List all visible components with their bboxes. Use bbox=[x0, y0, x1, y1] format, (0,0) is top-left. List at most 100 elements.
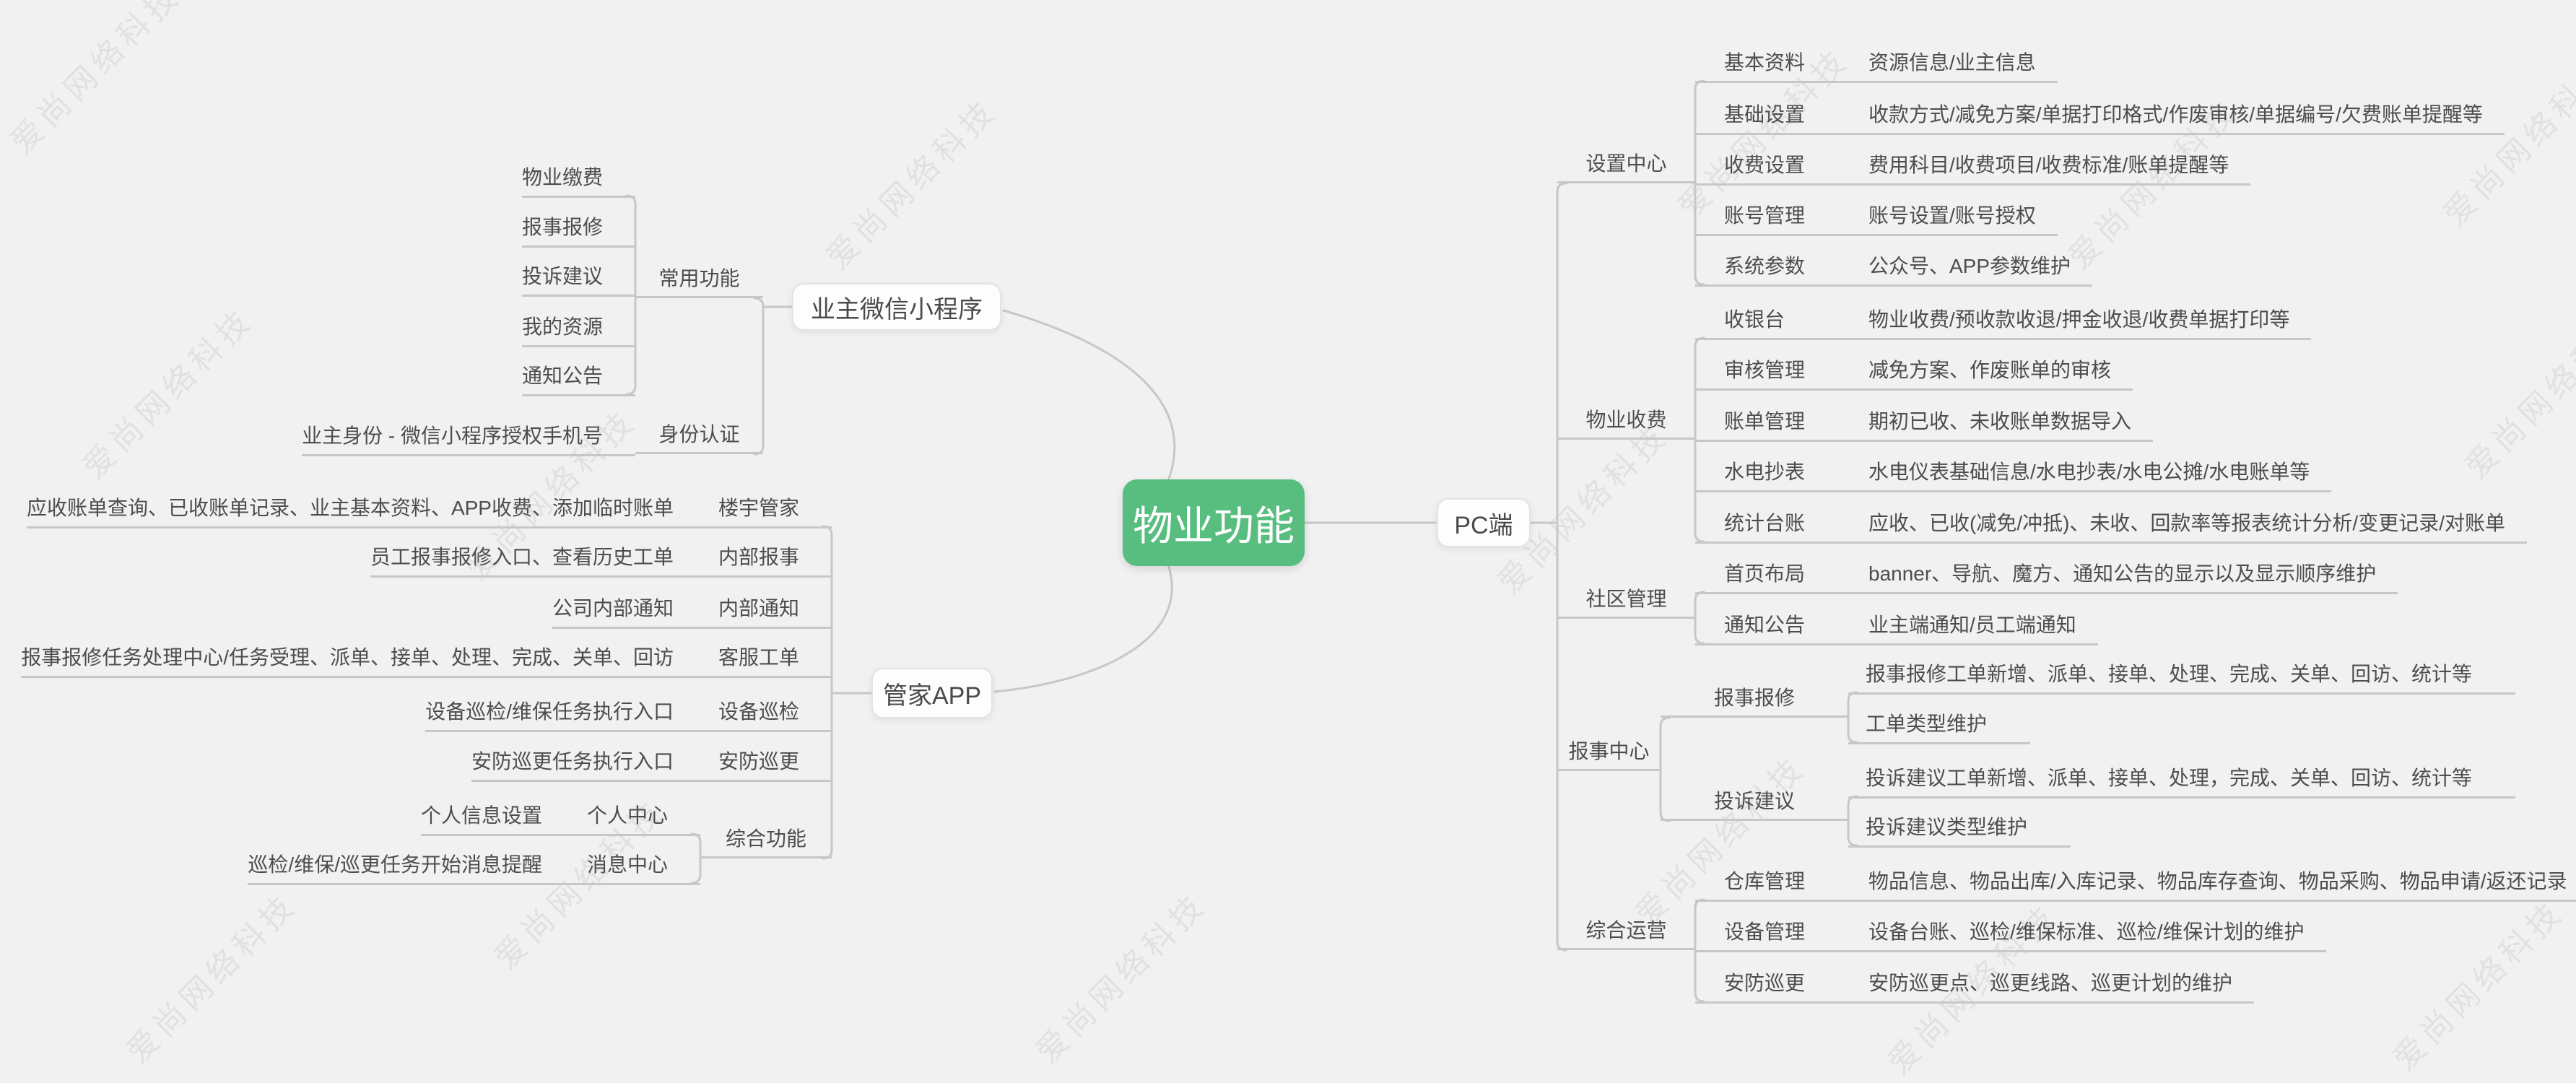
row-desc: 应收账单查询、已收账单记录、业主基本资料、APP收费、添加临时账单 bbox=[26, 497, 674, 519]
row-label: 通知公告 bbox=[1724, 614, 1806, 636]
branch-label[interactable]: 报事中心 bbox=[1557, 734, 1661, 771]
row-desc: 安防巡更点、巡更线路、巡更计划的维护 bbox=[1868, 972, 2233, 994]
row-label: 系统参数 bbox=[1724, 255, 1806, 277]
leaf-text: 工单类型维护 bbox=[1866, 713, 1988, 735]
connector bbox=[1002, 309, 1176, 482]
branch-label[interactable]: 物业收费 bbox=[1557, 402, 1695, 440]
row-label: 收费设置 bbox=[1724, 154, 1806, 176]
mindmap-row[interactable]: 应收账单查询、已收账单记录、业主基本资料、APP收费、添加临时账单 楼宇管家 bbox=[26, 489, 832, 529]
connector bbox=[1556, 182, 1567, 952]
row-desc: 个人信息设置 bbox=[420, 804, 542, 827]
mindmap-leaf[interactable]: 报事报修工单新增、派单、接单、处理、完成、关单、回访、统计等 bbox=[1848, 655, 2516, 695]
row-label: 账号管理 bbox=[1724, 204, 1806, 227]
row-desc: 水电仪表基础信息/水电抄表/水电公摊/水电账单等 bbox=[1868, 461, 2310, 483]
mindmap-row[interactable]: 巡检/维保/巡更任务开始消息提醒 消息中心 bbox=[248, 845, 700, 885]
mindmap-leaf[interactable]: 投诉建议 bbox=[521, 257, 635, 297]
row-label: 内部报事 bbox=[718, 546, 799, 568]
mindmap-row[interactable]: 首页布局 banner、导航、魔方、通知公告的显示以及显示顺序维护 bbox=[1695, 554, 2398, 594]
row-label: 账单管理 bbox=[1724, 410, 1806, 432]
mindmap-leaf[interactable]: 物业缴费 bbox=[521, 158, 635, 198]
mindmap-row[interactable]: 账号管理 账号设置/账号授权 bbox=[1695, 196, 2058, 236]
connector bbox=[993, 563, 1173, 693]
mindmap-row[interactable]: 系统参数 公众号、APP参数维护 bbox=[1695, 247, 2093, 287]
row-desc: 应收、已收(减免/冲抵)、未收、回款率等报表统计分析/变更记录/对账单 bbox=[1868, 512, 2505, 534]
row-label: 基本资料 bbox=[1724, 51, 1806, 74]
branch-label[interactable]: 社区管理 bbox=[1557, 581, 1695, 619]
root-node[interactable]: 物业功能 bbox=[1123, 479, 1305, 566]
mindmap-row[interactable]: 收费设置 费用科目/收费项目/收费标准/账单提醒等 bbox=[1695, 146, 2251, 186]
leaf-text: 物业缴费 bbox=[521, 166, 603, 188]
group-label[interactable]: 综合功能 bbox=[700, 821, 832, 858]
leaf-text: 投诉建议类型维护 bbox=[1866, 816, 2028, 838]
mindmap-row[interactable]: 个人信息设置 个人中心 bbox=[420, 796, 700, 836]
row-label: 安防巡更 bbox=[718, 750, 799, 773]
row-desc: 期初已收、未收账单数据导入 bbox=[1868, 410, 2132, 432]
row-label: 设备管理 bbox=[1724, 921, 1806, 943]
row-label: 楼宇管家 bbox=[718, 497, 799, 519]
row-desc: 业主端通知/员工端通知 bbox=[1868, 614, 2076, 636]
row-desc: 公众号、APP参数维护 bbox=[1868, 255, 2071, 277]
group-label[interactable]: 身份认证 bbox=[635, 417, 763, 454]
leaf-text: 报事报修工单新增、派单、接单、处理、完成、关单、回访、统计等 bbox=[1866, 663, 2473, 685]
row-label: 内部通知 bbox=[718, 597, 799, 619]
branch-label[interactable]: 综合运营 bbox=[1557, 913, 1695, 950]
mindmap-row[interactable]: 统计台账 应收、已收(减免/冲抵)、未收、回款率等报表统计分析/变更记录/对账单 bbox=[1695, 504, 2527, 544]
row-label: 审核管理 bbox=[1724, 359, 1806, 381]
row-desc: 物业收费/预收款收退/押金收退/收费单据打印等 bbox=[1868, 308, 2290, 331]
mindmap-leaf[interactable]: 报事报修 bbox=[521, 208, 635, 248]
row-desc: banner、导航、魔方、通知公告的显示以及显示顺序维护 bbox=[1868, 562, 2377, 585]
row-label: 水电抄表 bbox=[1724, 461, 1806, 483]
sub-branch-label[interactable]: 报事报修 bbox=[1661, 680, 1848, 718]
sub-branch-label[interactable]: 投诉建议 bbox=[1661, 783, 1848, 821]
row-desc: 减免方案、作废账单的审核 bbox=[1868, 359, 2112, 381]
mindmap-row[interactable]: 审核管理 减免方案、作废账单的审核 bbox=[1695, 351, 2133, 391]
row-desc: 巡检/维保/巡更任务开始消息提醒 bbox=[248, 853, 542, 876]
group-label[interactable]: 常用功能 bbox=[635, 261, 763, 298]
wechat-node[interactable]: 业主微信小程序 bbox=[792, 283, 1001, 331]
row-desc: 设备台账、巡检/维保标准、巡检/维保计划的维护 bbox=[1868, 921, 2305, 943]
row-label: 首页布局 bbox=[1724, 562, 1806, 585]
mindmap-row[interactable]: 基本资料 资源信息/业主信息 bbox=[1695, 43, 2058, 83]
leaf-text: 业主身份 - 微信小程序授权手机号 bbox=[302, 425, 603, 447]
mindmap-row[interactable]: 安防巡更 安防巡更点、巡更线路、巡更计划的维护 bbox=[1695, 964, 2255, 1004]
mindmap-row[interactable]: 安防巡更任务执行入口 安防巡更 bbox=[471, 742, 832, 782]
mindmap-row[interactable]: 通知公告 业主端通知/员工端通知 bbox=[1695, 606, 2098, 645]
mindmap-leaf[interactable]: 通知公告 bbox=[521, 357, 635, 396]
row-desc: 报事报修任务处理中心/任务受理、派单、接单、处理、完成、关单、回访 bbox=[21, 646, 674, 669]
mindmap-row[interactable]: 报事报修任务处理中心/任务受理、派单、接单、处理、完成、关单、回访 客服工单 bbox=[21, 638, 832, 678]
mindmap-row[interactable]: 账单管理 期初已收、未收账单数据导入 bbox=[1695, 402, 2154, 442]
row-desc: 收款方式/减免方案/单据打印格式/作废审核/单据编号/欠费账单提醒等 bbox=[1868, 103, 2483, 126]
row-label: 客服工单 bbox=[718, 646, 799, 669]
mindmap-leaf[interactable]: 工单类型维护 bbox=[1848, 705, 2031, 744]
mindmap-leaf[interactable]: 业主身份 - 微信小程序授权手机号 bbox=[302, 417, 635, 456]
row-label: 消息中心 bbox=[586, 853, 668, 876]
pc-node[interactable]: PC端 bbox=[1437, 498, 1531, 547]
leaf-text: 我的资源 bbox=[521, 316, 603, 338]
mindmap-row[interactable]: 员工报事报修入口、查看历史工单 内部报事 bbox=[370, 538, 832, 578]
mindmap-row[interactable]: 设备管理 设备台账、巡检/维保标准、巡检/维保计划的维护 bbox=[1695, 913, 2326, 952]
row-desc: 安防巡更任务执行入口 bbox=[471, 750, 674, 773]
leaf-text: 报事报修 bbox=[521, 216, 603, 238]
mindmap-row[interactable]: 公司内部通知 内部通知 bbox=[552, 589, 832, 629]
mindmap-leaf[interactable]: 我的资源 bbox=[521, 308, 635, 347]
row-label: 收银台 bbox=[1724, 308, 1785, 331]
row-desc: 费用科目/收费项目/收费标准/账单提醒等 bbox=[1868, 154, 2229, 176]
mindmap-row[interactable]: 设备巡检/维保任务执行入口 设备巡检 bbox=[425, 692, 832, 732]
row-label: 基础设置 bbox=[1724, 103, 1806, 126]
leaf-text: 投诉建议工单新增、派单、接单、处理，完成、关单、回访、统计等 bbox=[1866, 767, 2473, 789]
row-desc: 物品信息、物品出库/入库记录、物品库存查询、物品采购、物品申请/返还记录 bbox=[1868, 870, 2567, 892]
app-node[interactable]: 管家APP bbox=[871, 668, 993, 718]
mindmap-row[interactable]: 仓库管理 物品信息、物品出库/入库记录、物品库存查询、物品采购、物品申请/返还记… bbox=[1695, 862, 2576, 902]
row-label: 设备巡检 bbox=[718, 700, 799, 723]
mindmap-row[interactable]: 收银台 物业收费/预收款收退/押金收退/收费单据打印等 bbox=[1695, 300, 2312, 340]
row-label: 仓库管理 bbox=[1724, 870, 1806, 892]
row-label: 个人中心 bbox=[586, 804, 668, 827]
mindmap-leaf[interactable]: 投诉建议工单新增、派单、接单、处理，完成、关单、回访、统计等 bbox=[1848, 759, 2516, 799]
mindmap-row[interactable]: 水电抄表 水电仪表基础信息/水电抄表/水电公摊/水电账单等 bbox=[1695, 453, 2332, 492]
leaf-text: 投诉建议 bbox=[521, 265, 603, 287]
row-desc: 员工报事报修入口、查看历史工单 bbox=[370, 546, 674, 568]
mindmap-row[interactable]: 基础设置 收款方式/减免方案/单据打印格式/作废审核/单据编号/欠费账单提醒等 bbox=[1695, 95, 2505, 135]
branch-label[interactable]: 设置中心 bbox=[1557, 146, 1695, 183]
row-desc: 资源信息/业主信息 bbox=[1868, 51, 2036, 74]
mindmap-leaf[interactable]: 投诉建议类型维护 bbox=[1848, 808, 2071, 848]
